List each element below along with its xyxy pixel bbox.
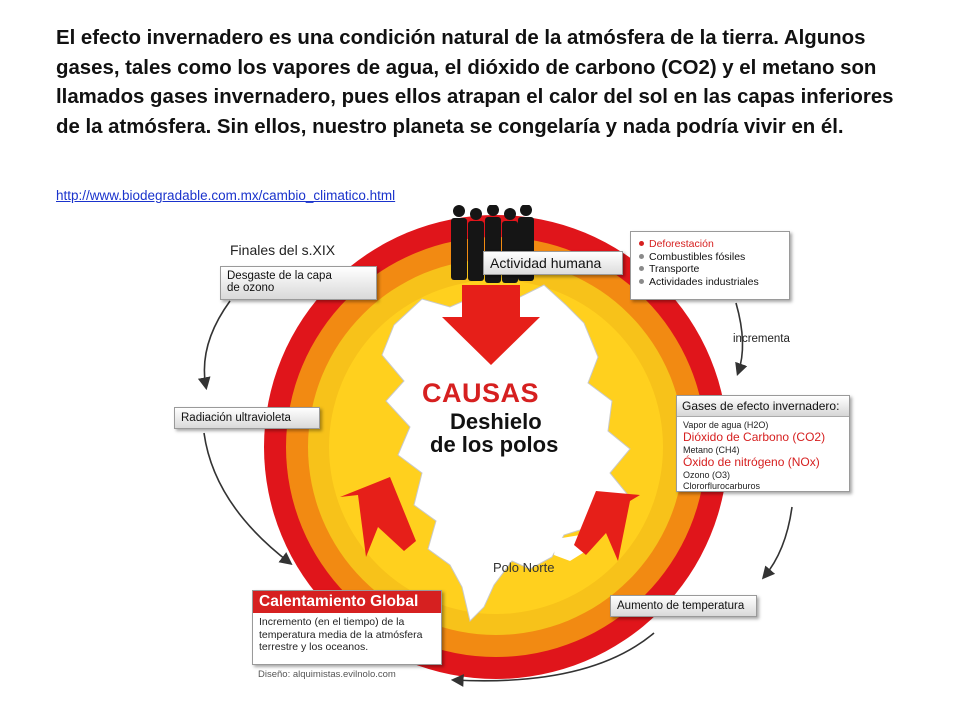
- deshielo-line2: de los polos: [430, 432, 559, 457]
- actividad-item: Actividades industriales: [639, 276, 781, 289]
- arctic-map: [381, 284, 631, 622]
- actividad-item: Transporte: [639, 263, 781, 276]
- cycle-arrow-bottom: [450, 632, 655, 687]
- ozono-line1: Desgaste de la capa: [227, 270, 332, 282]
- finales-label: Finales del s.XIX: [230, 242, 336, 258]
- gas-item: Vapor de agua (H2O): [683, 420, 769, 430]
- actividad-item-label: Deforestación: [649, 238, 714, 250]
- diagram-graphic: [197, 205, 793, 687]
- bullet-icon: [639, 278, 644, 284]
- actividad-item-label: Actividades industriales: [649, 275, 759, 288]
- polo-norte-label: Polo Norte: [493, 560, 555, 575]
- cycle-arrow-left-lower: [203, 432, 293, 565]
- gas-item: Óxido de nitrógeno (NOx): [683, 455, 820, 469]
- source-link[interactable]: http://www.biodegradable.com.mx/cambio_c…: [56, 188, 396, 203]
- gases-title: Gases de efecto invernadero:: [677, 396, 849, 417]
- bullet-icon: [639, 241, 644, 246]
- calentamiento-desc-line1: Incremento (en el tiempo) de la: [259, 616, 405, 628]
- gas-item: Metano (CH4): [683, 444, 740, 455]
- bullet-icon: [639, 266, 644, 272]
- right-arrow: [574, 491, 640, 561]
- actividad-item: Deforestación: [639, 238, 781, 251]
- deshielo-line1: Deshielo: [450, 409, 542, 434]
- actividad-item-label: Transporte: [649, 263, 700, 276]
- aumento-box: Aumento de temperatura: [610, 595, 757, 617]
- ozono-line2: de ozono: [227, 282, 275, 294]
- actividad-item: Combustibles fósiles: [639, 251, 781, 264]
- gas-item: Clororflurocarburos: [683, 480, 761, 491]
- top-arrow: [442, 285, 540, 365]
- calentamiento-desc-line3: terrestre y los oceanos.: [259, 641, 369, 653]
- gas-item: Ozono (O3): [683, 469, 731, 480]
- intro-paragraph: El efecto invernadero es una condición n…: [56, 27, 894, 138]
- causas-title: CAUSAS: [422, 378, 540, 408]
- credit-label: Diseño: alquimistas.evilnolo.com: [258, 669, 396, 680]
- cycle-arrow-top-right: [735, 302, 748, 377]
- calentamiento-box: Calentamiento Global Incremento (en el t…: [252, 590, 442, 665]
- calentamiento-title: Calentamiento Global: [253, 591, 441, 613]
- actividad-box: Actividad humana: [483, 251, 623, 275]
- bullet-icon: [639, 253, 644, 259]
- cycle-arrow-right: [761, 506, 793, 580]
- radiacion-label: Radiación ultravioleta: [181, 412, 291, 424]
- left-arrow: [340, 477, 416, 557]
- calentamiento-desc-line2: temperatura media de la atmósfera: [259, 628, 423, 641]
- gases-box: Gases de efecto invernadero: Vapor de ag…: [676, 395, 850, 492]
- gas-item: Dióxido de Carbono (CO2): [683, 430, 826, 445]
- aumento-label: Aumento de temperatura: [617, 600, 745, 612]
- gases-list: Vapor de agua (H2O)Dióxido de Carbono (C…: [677, 417, 849, 495]
- incrementa-label: incrementa: [733, 333, 790, 345]
- radiacion-box: Radiación ultravioleta: [174, 407, 320, 429]
- greenhouse-diagram: CAUSAS Deshielo de los polos Polo Norte …: [160, 205, 860, 710]
- ozono-box: Desgaste de la capa de ozono: [220, 266, 377, 300]
- actividad-item-label: Combustibles fósiles: [649, 250, 746, 263]
- actividad-label: Actividad humana: [490, 255, 602, 271]
- cycle-arrow-left-upper: [197, 300, 231, 391]
